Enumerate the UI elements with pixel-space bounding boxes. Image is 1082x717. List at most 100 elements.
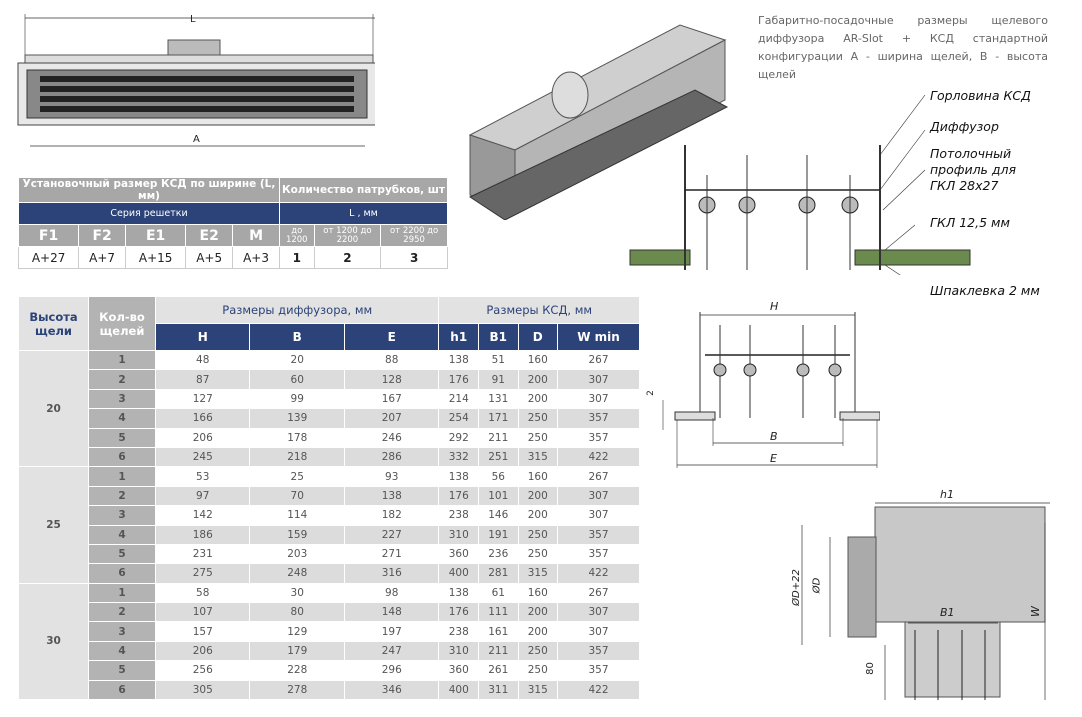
value-cell: 307 (557, 485, 640, 507)
callout-neck: Горловина КСД (930, 88, 1031, 103)
col-slot-height: Высота щели (18, 296, 89, 351)
value-cell: 271 (343, 543, 440, 565)
value-cell: 176 (438, 369, 479, 390)
series-e2: E2 (185, 224, 234, 247)
value-cell: 360 (438, 660, 479, 681)
series-value: A+3 (232, 246, 280, 269)
value-cell: 139 (249, 408, 345, 429)
value-cell: 148 (343, 602, 440, 623)
value-cell: 315 (517, 679, 559, 701)
value-cell: 128 (343, 369, 440, 390)
value-cell: 60 (249, 369, 345, 390)
value-cell: 261 (478, 660, 519, 681)
value-cell: 286 (343, 446, 440, 468)
value-cell: 250 (517, 660, 559, 681)
dim-80-label: 80 (864, 662, 876, 675)
series-value: A+27 (17, 246, 80, 269)
value-cell: 250 (517, 640, 559, 662)
value-cell: 107 (154, 602, 251, 623)
dim-W-label: W (1028, 606, 1042, 617)
range-header: от 2200 до 2950 (380, 224, 448, 247)
value-cell: 176 (438, 602, 479, 623)
value-cell: 197 (343, 621, 440, 642)
slot-count-cell: 1 (88, 349, 156, 371)
slot-count-cell: 2 (88, 369, 156, 390)
value-cell: 267 (557, 349, 640, 371)
value-cell: 311 (478, 679, 519, 701)
col-e: E (343, 323, 440, 351)
value-cell: 256 (154, 660, 251, 681)
callout-diffuser: Диффузор (930, 119, 999, 134)
value-cell: 360 (438, 543, 479, 565)
dim-dD22-label: ØD+22 (790, 569, 802, 606)
value-cell: 157 (154, 621, 251, 642)
slot-count-cell: 6 (88, 679, 156, 701)
value-cell: 357 (557, 543, 640, 565)
col-d: D (517, 323, 559, 351)
install-sub-right: L , мм (279, 202, 448, 225)
value-cell: 138 (343, 485, 440, 507)
value-cell: 254 (438, 408, 479, 429)
dim-H-label: H (770, 300, 779, 313)
value-cell: 80 (249, 602, 345, 623)
value-cell: 346 (343, 679, 440, 701)
slot-count-cell: 5 (88, 427, 156, 448)
slot-count-cell: 4 (88, 524, 156, 545)
slot-count-cell: 3 (88, 621, 156, 642)
slot-count-cell: 1 (88, 466, 156, 487)
value-cell: 250 (517, 543, 559, 565)
value-cell: 200 (517, 485, 559, 507)
value-cell: 357 (557, 524, 640, 545)
value-cell: 357 (557, 408, 640, 429)
install-title-right: Количество патрубков, шт (279, 177, 448, 203)
range-header: до 1200 (279, 224, 315, 247)
value-cell: 292 (438, 427, 479, 448)
series-f1: F1 (17, 224, 80, 247)
value-cell: 315 (517, 563, 559, 584)
value-cell: 127 (154, 388, 251, 410)
col-b: B (249, 323, 345, 351)
value-cell: 281 (478, 563, 519, 584)
value-cell: 278 (249, 679, 345, 701)
value-cell: 307 (557, 505, 640, 526)
value-cell: 422 (557, 563, 640, 584)
value-cell: 97 (154, 485, 251, 507)
install-sub-left: Серия решетки (18, 202, 280, 225)
value-cell: 171 (478, 408, 519, 429)
value-cell: 53 (154, 466, 251, 487)
value-cell: 160 (517, 466, 559, 487)
value-cell: 203 (249, 543, 345, 565)
value-cell: 206 (154, 427, 251, 448)
slot-count-cell: 5 (88, 660, 156, 681)
value-cell: 422 (557, 679, 640, 701)
value-cell: 114 (249, 505, 345, 526)
value-cell: 182 (343, 505, 440, 526)
value-cell: 111 (478, 602, 519, 623)
slot-height-cell: 30 (18, 582, 89, 701)
value-cell: 357 (557, 427, 640, 448)
slot-count-cell: 2 (88, 485, 156, 507)
value-cell: 101 (478, 485, 519, 507)
col-h: H (154, 323, 251, 351)
value-cell: 200 (517, 388, 559, 410)
group-diffuser: Размеры диффузора, мм (154, 296, 440, 324)
value-cell: 30 (249, 582, 345, 604)
value-cell: 129 (249, 621, 345, 642)
value-cell: 159 (249, 524, 345, 545)
slot-count-cell: 6 (88, 446, 156, 468)
value-cell: 200 (517, 369, 559, 390)
value-cell: 61 (478, 582, 519, 604)
value-cell: 307 (557, 388, 640, 410)
value-cell: 227 (343, 524, 440, 545)
value-cell: 245 (154, 446, 251, 468)
value-cell: 218 (249, 446, 345, 468)
value-cell: 307 (557, 621, 640, 642)
